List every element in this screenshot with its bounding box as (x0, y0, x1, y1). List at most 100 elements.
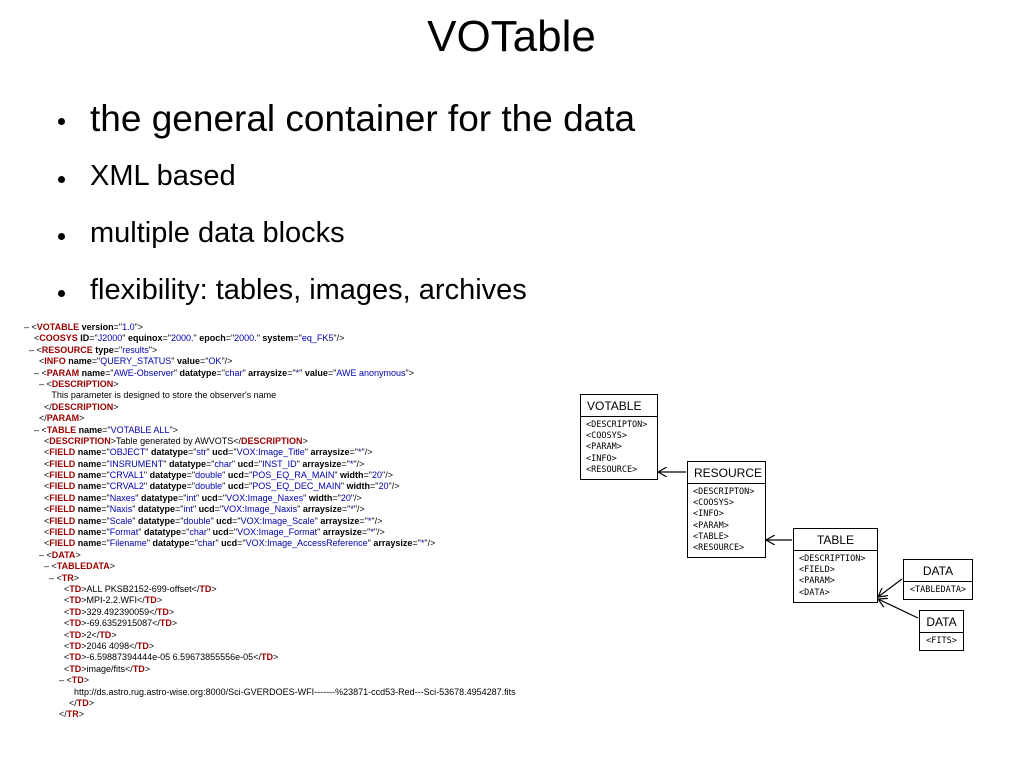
xml-token: </ (24, 697, 77, 708)
xml-token: =" (199, 356, 209, 367)
xml-token: =" (349, 447, 358, 458)
xml-token: " (138, 527, 142, 538)
xml-token: =" (243, 470, 253, 481)
xml-token: TD (69, 606, 82, 617)
xml-line: <FIELD name="CRVAL1" datatype="double" u… (24, 470, 516, 481)
xml-token: < (24, 435, 50, 446)
xml-line: <DESCRIPTION>Table generated by AWVOTS</… (24, 436, 516, 447)
xml-token: </ (129, 640, 137, 651)
xml-token: DESCRIPTION (49, 435, 111, 446)
xml-token: datatype (141, 527, 181, 538)
xml-token: < (24, 606, 70, 617)
box-title: DATA (920, 611, 963, 633)
xml-token: DESCRIPTION (51, 378, 114, 389)
xml-token: OK (208, 356, 222, 367)
xml-token: < (24, 447, 50, 458)
xml-token: " (132, 504, 136, 515)
xml-token: =" (332, 492, 341, 503)
xml-token: – < (24, 367, 47, 378)
xml-token: "/> (361, 447, 373, 458)
xml-token: " (143, 470, 148, 481)
xml-token: – < (24, 378, 52, 389)
xml-token: TD (144, 595, 157, 606)
xml-token: " (303, 492, 307, 503)
xml-token: value (174, 356, 200, 367)
xml-token: "/> (424, 538, 436, 549)
xml-token: name (75, 458, 102, 469)
xml-token: =" (187, 447, 197, 458)
xml-token: =" (243, 481, 253, 492)
xml-token: =" (228, 527, 238, 538)
xml-token: " (299, 367, 303, 378)
xml-token: =" (91, 356, 101, 367)
xml-token: 1.0 (122, 322, 135, 332)
xml-token: > (302, 435, 308, 446)
xml-token: "> (148, 344, 158, 355)
xml-token: =" (205, 458, 215, 469)
xml-token: Format (109, 527, 139, 538)
xml-token: < (24, 504, 50, 515)
xml-token: > (211, 583, 217, 594)
xml-line: – <PARAM name="AWE-Observer" datatype="c… (24, 368, 516, 379)
xml-token: name (75, 538, 102, 549)
xml-token: double (183, 515, 211, 526)
xml-token: ucd (213, 515, 233, 526)
xml-token: INFO (44, 356, 66, 367)
xml-token: * (367, 515, 372, 526)
xml-token: " (215, 538, 219, 549)
xml-token: TABLEDATA (56, 561, 110, 572)
xml-token: name (75, 481, 102, 492)
xml-token: CRVAL2 (109, 481, 144, 492)
xml-token: -69.6352915087 (86, 618, 153, 629)
xml-token: MPI-2.2.WFI (86, 595, 138, 606)
xml-token: ucd (199, 492, 218, 503)
connector-data-fits-to-table (878, 599, 919, 619)
xml-token: ID (77, 333, 90, 344)
xml-token: datatype (147, 481, 187, 492)
box-item: <DESCRIPTON> (586, 420, 648, 430)
xml-token: image/fits (86, 663, 126, 674)
xml-line: <FIELD name="Scale" datatype="double" uc… (24, 516, 516, 527)
xml-token: > (168, 606, 175, 617)
xml-token: TD (136, 640, 149, 651)
xml-token: arraysize (308, 447, 350, 458)
xml-token: PARAM (46, 367, 80, 378)
xml-token: QUERY_STATUS (100, 356, 172, 367)
xml-token: =" (412, 538, 421, 549)
box-title: VOTABLE (581, 395, 657, 417)
xml-line: – <TD> (24, 675, 516, 686)
xml-token: > (110, 435, 117, 446)
bullet-list: the general container for the data XML b… (58, 90, 635, 319)
xml-token: 329.492390059 (86, 606, 150, 617)
xml-token: =" (363, 470, 372, 481)
xml-token: "> (169, 424, 178, 435)
xml-token: name (75, 470, 102, 481)
xml-token: " (173, 367, 177, 378)
box-item: <INFO> (693, 509, 724, 520)
xml-line: This parameter is designed to store the … (24, 390, 516, 401)
box-items: <DESCRIPTION><FIELD><PARAM><DATA> (794, 551, 877, 602)
xml-token: COOSYS (39, 333, 78, 344)
xml-token: VOX:Image_Scale (240, 515, 315, 526)
xml-token: VOX:Image_Naxes (226, 492, 304, 503)
xml-token: AWE-Observer (113, 367, 174, 378)
xml-token: =" (186, 481, 196, 492)
xml-token: "/> (333, 333, 345, 344)
xml-token: name (76, 424, 103, 435)
xml-line: </DESCRIPTION> (24, 402, 516, 413)
xml-token: </ (125, 663, 133, 674)
xml-token: " (296, 458, 300, 469)
xml-token: > (148, 640, 155, 651)
xml-token: " (122, 333, 126, 344)
xml-token: VOX:Image_AccessReference (245, 538, 368, 549)
xml-token: name (65, 356, 92, 367)
bullet-item: multiple data blocks (58, 205, 635, 262)
xml-token: TD (99, 629, 112, 640)
xml-token: < (24, 595, 70, 606)
xml-token: J2000 (97, 333, 123, 344)
xml-token: =" (101, 470, 110, 481)
xml-token: 2000. (170, 333, 194, 344)
xml-token: int (183, 504, 193, 515)
xml-line: – <DESCRIPTION> (24, 379, 516, 390)
xml-token: < (24, 640, 70, 651)
